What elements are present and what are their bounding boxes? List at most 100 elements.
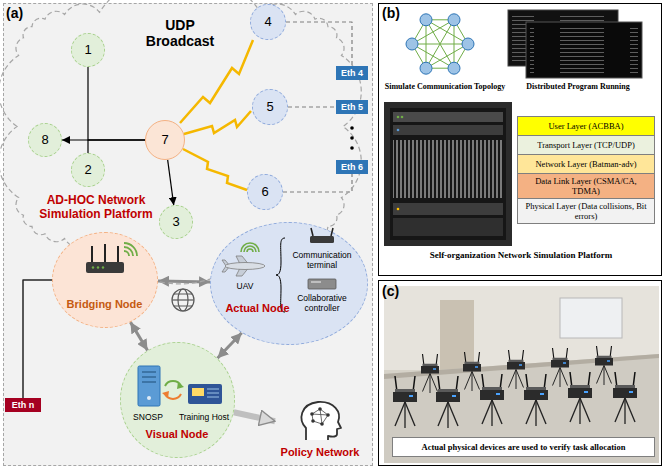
topology-graph	[420, 14, 432, 26]
network-cloud: UDP BroadcastAD-HOC Network Simulation P…	[8, 3, 352, 250]
node-title: Visual Node	[137, 428, 218, 440]
lab-photo	[507, 350, 525, 389]
sync-arrows	[162, 381, 184, 399]
ethernet-port: Eth 4	[336, 66, 368, 80]
console-screens	[512, 14, 612, 62]
panel-tag: (a)	[6, 5, 36, 21]
lab-photo	[384, 286, 659, 463]
platform-title: AD-HOC Network Simulation Platform	[26, 193, 166, 221]
brain-icon	[302, 402, 341, 440]
lab-photo	[568, 372, 592, 424]
panel-tag: (c)	[382, 283, 412, 299]
sync-arrows	[177, 382, 184, 389]
panel-tag: (b)	[382, 5, 412, 21]
broadcast-link	[88, 140, 145, 153]
server-rack-photo	[393, 140, 503, 198]
controller-icon	[308, 279, 336, 289]
server-rack-photo	[384, 102, 512, 246]
lab-photo	[551, 348, 569, 387]
brain-icon	[326, 413, 330, 417]
policy-arrow	[234, 412, 275, 421]
ellipsis-dots	[350, 146, 354, 150]
lab-photo	[440, 300, 474, 370]
lab-photo	[384, 354, 659, 463]
ethernet-link	[283, 174, 352, 192]
node-title: Policy Network	[275, 446, 365, 458]
port-label: Eth 6	[336, 162, 368, 172]
training-host-icon	[188, 384, 222, 404]
bridging-node: Bridging Node	[52, 232, 158, 328]
ethernet-port: Eth 6	[336, 160, 368, 174]
node-number: 7	[146, 132, 184, 147]
network-node: 2	[71, 153, 105, 187]
figure-panel: (b) User Layer (ACBBA) Transport Layer (TC…	[378, 3, 662, 276]
bridge-link	[23, 280, 52, 398]
protocol-layer: Physical Layer (Data collisions, Bit err…	[517, 198, 655, 224]
port-label: Eth 4	[336, 68, 368, 78]
controller-icon	[311, 281, 321, 283]
network-node: 6	[247, 174, 283, 210]
part-label: UAV	[230, 281, 260, 291]
terminal-icon	[331, 228, 333, 236]
topology-graph	[406, 14, 474, 74]
brain-icon	[312, 409, 328, 424]
server-icon	[142, 372, 156, 382]
port-label: Eth 5	[336, 102, 368, 112]
network-node: 5	[252, 89, 288, 125]
topology-graph	[420, 62, 432, 74]
layer-label: Data Link Layer (CSMA/CA, TDMA)	[518, 176, 654, 196]
protocol-layer: Data Link Layer (CSMA/CA, TDMA)	[517, 173, 655, 199]
wireless-link	[180, 40, 253, 190]
server-rack-photo	[397, 129, 400, 132]
lab-photo	[463, 352, 481, 391]
part-label: Communication terminal	[287, 250, 357, 270]
training-host-icon	[207, 389, 219, 397]
globe-icon	[178, 289, 188, 311]
terminal-icon	[311, 228, 313, 236]
server-icon	[138, 366, 160, 406]
router-icon	[97, 266, 99, 268]
brace	[276, 238, 285, 312]
router-icon	[92, 266, 94, 268]
brain-icon	[311, 419, 315, 423]
figure-panel: (c) Actual physical devices are used to v…	[378, 280, 662, 466]
layer-label: Transport Layer (TCP/UDP)	[518, 140, 654, 150]
sync-arrows	[165, 394, 181, 399]
uav-icon	[236, 256, 250, 276]
wireless-link	[180, 40, 253, 123]
port-label: Eth n	[5, 400, 41, 410]
node-number: 6	[248, 184, 282, 199]
ethernet-link	[286, 22, 352, 66]
broadcast-link	[88, 67, 145, 140]
figure-panel: (a)UDP BroadcastAD-HOC Network Simulatio…	[3, 3, 373, 466]
lab-photo	[393, 376, 417, 428]
lab-photo	[384, 286, 659, 370]
ellipsis-dots	[350, 136, 354, 140]
terminal-icon	[310, 236, 334, 243]
server-icon	[147, 396, 151, 400]
lab-photo	[613, 372, 637, 424]
exchange-arrow	[217, 333, 241, 358]
controller-icon	[308, 279, 336, 289]
server-rack-photo	[401, 116, 404, 119]
layer-label: Network Layer (Batman-adv)	[518, 159, 654, 169]
protocol-layer: User Layer (ACBBA)	[517, 116, 655, 136]
topology-graph	[462, 38, 474, 50]
network-node: 7	[145, 120, 185, 160]
caption-box: Actual physical devices are used to veri…	[392, 437, 655, 457]
node-number: 4	[251, 14, 285, 29]
ethernet-port: Eth n	[5, 398, 41, 412]
lab-photo	[524, 374, 548, 426]
lab-photo	[560, 298, 622, 338]
layer-label: Physical Layer (Data collisions, Bit err…	[518, 201, 654, 221]
cloud-title: UDP Broadcast	[138, 17, 222, 49]
node-title: Bridging Node	[60, 298, 150, 310]
node-number: 1	[72, 42, 104, 57]
network-node: 1	[71, 33, 105, 67]
globe-icon	[174, 294, 192, 306]
protocol-layer: Transport Layer (TCP/UDP)	[517, 135, 655, 155]
server-rack-photo	[397, 208, 400, 211]
broadcast-link	[168, 160, 174, 205]
terminal-icon	[310, 228, 334, 243]
